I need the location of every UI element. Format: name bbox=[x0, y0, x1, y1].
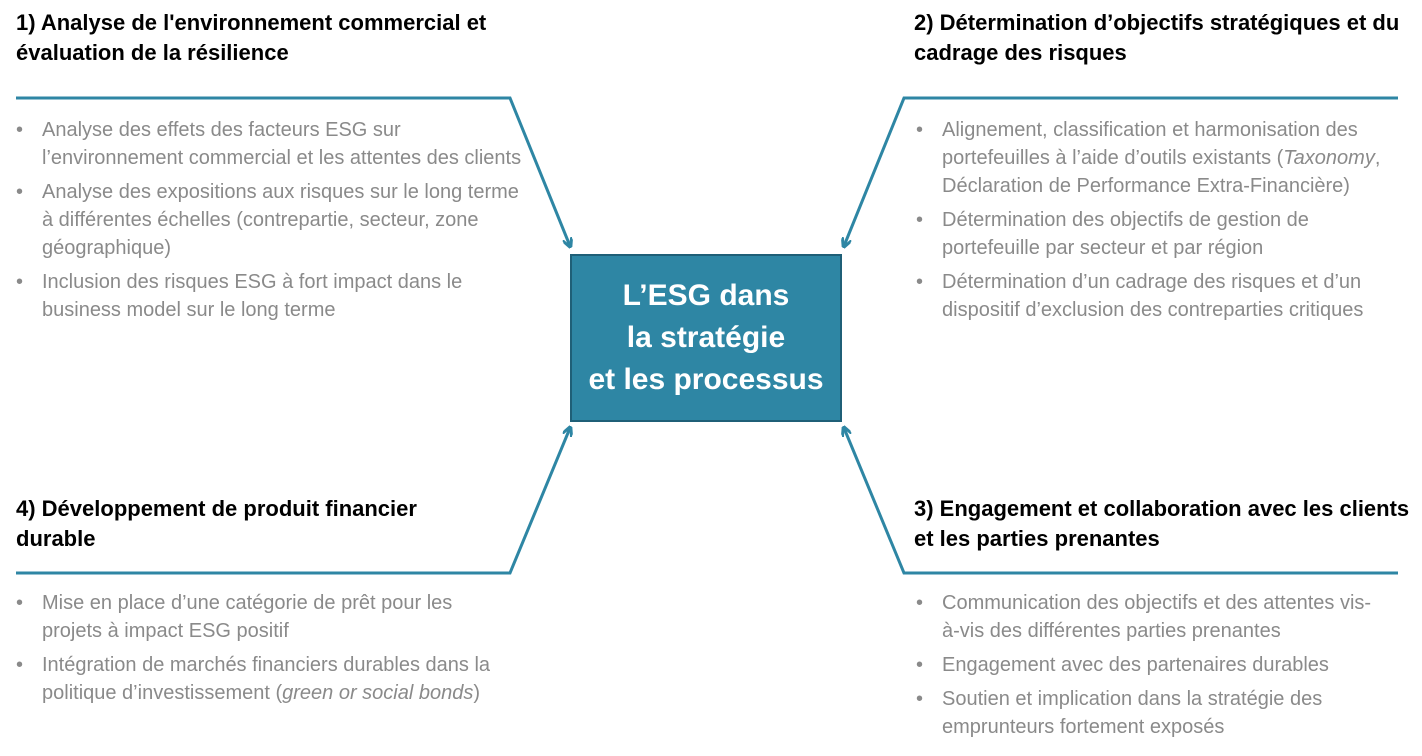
list-item: • Engagement avec des partenaires durable… bbox=[916, 651, 1388, 679]
list-item-text: , Déclaration de Performance Extra-Finan… bbox=[942, 147, 1381, 197]
list-item-emphasis: Taxonomy bbox=[1283, 147, 1375, 169]
list-item-emphasis: green or social bonds bbox=[282, 682, 474, 704]
quadrant-4-list: • Mise en place d’une catégorie de prêt p… bbox=[16, 589, 496, 713]
quadrant-1-title: 1) Analyse de l'environnement commercial… bbox=[16, 10, 487, 65]
bullet-icon: • bbox=[916, 119, 924, 141]
quadrant-3-list: • Communication des objectifs et des atte… bbox=[916, 589, 1388, 747]
quadrant-2-title: 2) Détermination d’objectifs stratégique… bbox=[914, 10, 1400, 65]
center-box-text: L’ESG dans la stratégie et les processus bbox=[588, 279, 824, 396]
list-item-text: Mise en place d’une catégorie de prêt po… bbox=[42, 592, 453, 642]
bullet-icon: • bbox=[16, 271, 24, 293]
quadrant-4-title: 4) Développement de produit financier du… bbox=[16, 496, 417, 551]
center-box: L’ESG dans la stratégie et les processus bbox=[570, 254, 842, 422]
list-item-text: Détermination des objectifs de gestion d… bbox=[942, 209, 1309, 259]
connector-q2 bbox=[844, 96, 1398, 246]
connector-q1 bbox=[16, 96, 570, 246]
list-item: • Détermination d’un cadrage des risques … bbox=[916, 268, 1388, 324]
bullet-icon: • bbox=[16, 119, 24, 141]
list-item: • Mise en place d’une catégorie de prêt p… bbox=[16, 589, 496, 645]
bullet-icon: • bbox=[916, 592, 924, 614]
list-item-text: Analyse des effets des facteurs ESG sur … bbox=[42, 119, 522, 169]
list-item-text: ) bbox=[473, 682, 481, 704]
quadrant-3-title: 3) Engagement et collaboration avec les … bbox=[914, 496, 1410, 551]
list-item: • Intégration de marchés financiers durab… bbox=[16, 651, 496, 707]
list-item: • Analyse des effets des facteurs ESG sur… bbox=[16, 116, 526, 172]
list-item: • Détermination des objectifs de gestion … bbox=[916, 206, 1388, 262]
list-item-text: Intégration de marchés financiers durabl… bbox=[42, 654, 491, 704]
list-item-text: Analyse des expositions aux risques sur … bbox=[42, 181, 519, 259]
quadrant-1-list: • Analyse des effets des facteurs ESG sur… bbox=[16, 116, 526, 330]
list-item-text: Communication des objectifs et des atten… bbox=[942, 592, 1372, 642]
quadrant-2-list: • Alignement, classification et harmonisa… bbox=[916, 116, 1388, 330]
bullet-icon: • bbox=[916, 209, 924, 231]
connector-q3 bbox=[844, 428, 1398, 575]
list-item: • Alignement, classification et harmonisa… bbox=[916, 116, 1388, 200]
bullet-icon: • bbox=[916, 271, 924, 293]
list-item-text: Détermination d’un cadrage des risques e… bbox=[942, 271, 1364, 321]
list-item: • Analyse des expositions aux risques sur… bbox=[16, 178, 526, 262]
bullet-icon: • bbox=[16, 654, 24, 676]
list-item: • Soutien et implication dans la stratégi… bbox=[916, 685, 1388, 741]
list-item-text: Inclusion des risques ESG à fort impact … bbox=[42, 271, 463, 321]
list-item: • Inclusion des risques ESG à fort impact… bbox=[16, 268, 526, 324]
bullet-icon: • bbox=[916, 654, 924, 676]
list-item-text: Engagement avec des partenaires durables bbox=[942, 654, 1329, 676]
list-item-text: Soutien et implication dans la stratégie… bbox=[942, 688, 1323, 738]
connector-q4 bbox=[16, 428, 570, 575]
list-item-text: Alignement, classification et harmonisat… bbox=[942, 119, 1358, 169]
bullet-icon: • bbox=[16, 181, 24, 203]
bullet-icon: • bbox=[16, 592, 24, 614]
bullet-icon: • bbox=[916, 688, 924, 710]
list-item: • Communication des objectifs et des atte… bbox=[916, 589, 1388, 645]
